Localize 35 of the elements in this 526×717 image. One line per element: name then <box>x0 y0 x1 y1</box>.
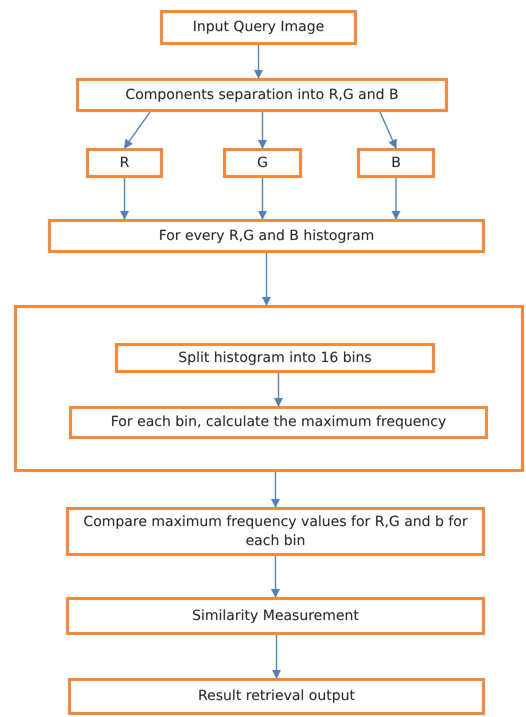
box-label: For every R,G and B histogram <box>158 226 376 246</box>
arrow <box>258 178 268 220</box>
box-label: Result retrieval output <box>197 687 356 706</box>
arrow <box>258 112 268 149</box>
process-box <box>115 343 435 373</box>
box-label: Compare maximum frequency values for R,G and b for each bin <box>82 513 469 550</box>
arrow <box>254 45 264 79</box>
box-label: Components separation into R,G and B <box>124 86 400 104</box>
box-label: Split histogram into 16 bins <box>177 348 373 368</box>
group-box <box>14 305 524 472</box>
arrow <box>120 178 130 220</box>
arrow <box>391 178 401 220</box>
process-box <box>68 678 485 715</box>
box-label: G <box>256 154 269 172</box>
arrow <box>270 556 280 598</box>
process-box <box>66 507 485 556</box>
box-label: Similarity Measurement <box>191 606 360 626</box>
process-box <box>86 148 163 178</box>
process-box <box>76 78 448 112</box>
process-box <box>66 597 485 635</box>
box-label: R <box>118 154 130 172</box>
arrow <box>274 373 284 407</box>
arrow <box>262 253 272 306</box>
process-box <box>223 148 302 178</box>
process-box <box>48 219 485 253</box>
arrow <box>270 472 280 508</box>
process-box <box>160 10 357 45</box>
arrow <box>379 112 397 149</box>
box-label: For each bin, calculate the maximum frequency <box>110 413 448 432</box>
box-label: Input Query Image <box>192 18 326 37</box>
process-box <box>357 148 435 178</box>
box-label: B <box>390 154 402 172</box>
process-box <box>69 406 488 439</box>
arrow <box>124 112 151 149</box>
arrow <box>272 635 282 679</box>
